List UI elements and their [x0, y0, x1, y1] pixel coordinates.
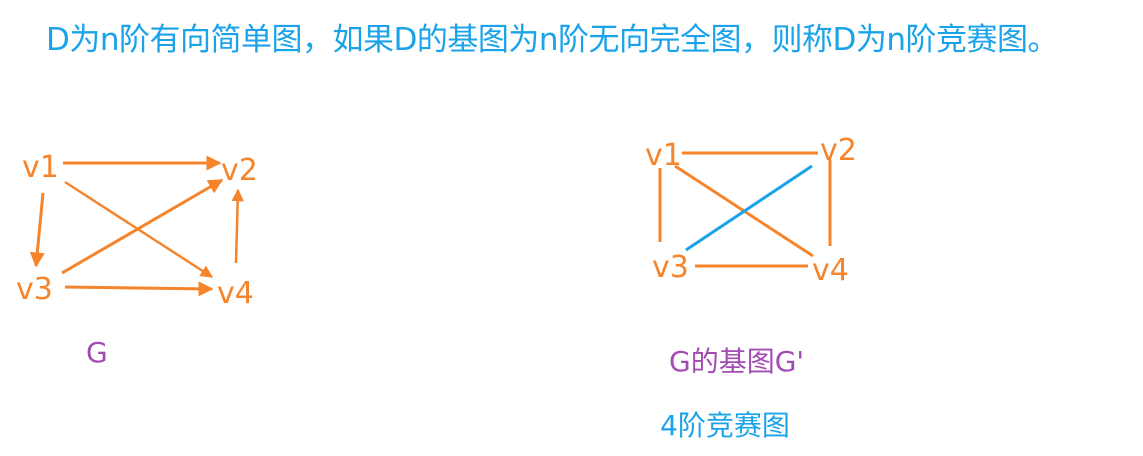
vertex-v4: v4 [217, 276, 254, 311]
arc-v4-v2 [231, 188, 244, 264]
caption-base-graph: G的基图G' [669, 345, 805, 378]
definition-title: D为n阶有向简单图，如果D的基图为n阶无向完全图，则称D为n阶竞赛图。 [46, 22, 1059, 58]
caption-graph-g: G [86, 336, 108, 369]
base-graph-g-prime: v1 v2 v3 v4 [645, 133, 857, 288]
arc-v1-v3 [29, 192, 45, 268]
directed-graph-g: v1 v2 v3 v4 [16, 150, 258, 311]
arc-v3-v2 [61, 178, 224, 275]
vertex-v1: v1 [645, 138, 682, 173]
vertex-v1: v1 [22, 150, 59, 185]
arc-v3-v4 [64, 281, 214, 297]
vertex-v2: v2 [820, 133, 857, 168]
vertex-v2: v2 [221, 153, 258, 188]
vertex-v4: v4 [812, 253, 849, 288]
caption-tournament: 4阶竞赛图 [660, 409, 790, 442]
edge-v2-v3 [685, 164, 813, 252]
vertex-v3: v3 [16, 272, 53, 307]
vertex-v3: v3 [652, 250, 689, 285]
